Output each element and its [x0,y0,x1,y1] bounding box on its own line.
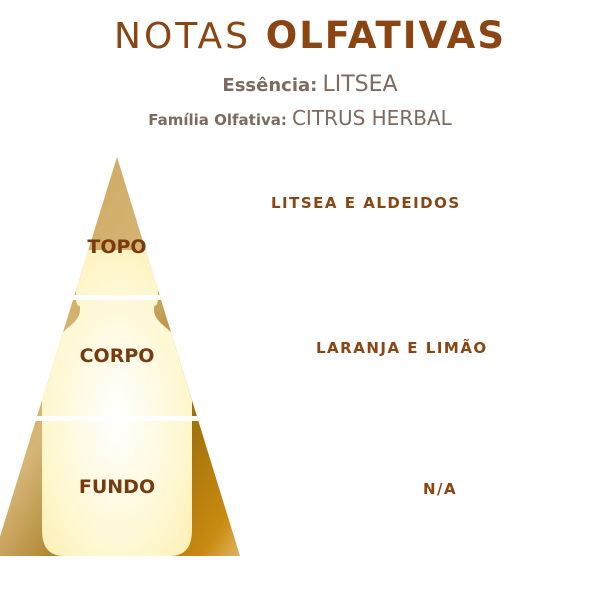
essence-label: Essência: [222,75,318,96]
family-value: CITRUS HERBAL [291,106,452,130]
bottle-shape [42,250,192,556]
notes-topo: LITSEA E ALDEIDOS [271,194,461,212]
page-title: NOTAS OLFATIVAS [0,14,600,57]
notes-fundo: N/A [423,480,458,498]
essence-line: Essência: LITSEA [0,72,600,97]
family-label: Família Olfativa: [148,111,287,129]
level-label-fundo: FUNDO [78,476,156,498]
level-label-topo: TOPO [87,236,147,258]
level-label-corpo: CORPO [79,345,155,367]
title-bold: OLFATIVAS [265,14,506,57]
essence-value: LITSEA [322,72,398,97]
notes-corpo: LARANJA E LIMÃO [316,339,488,357]
family-line: Família Olfativa: CITRUS HERBAL [0,106,600,130]
title-light: NOTAS [114,16,251,57]
